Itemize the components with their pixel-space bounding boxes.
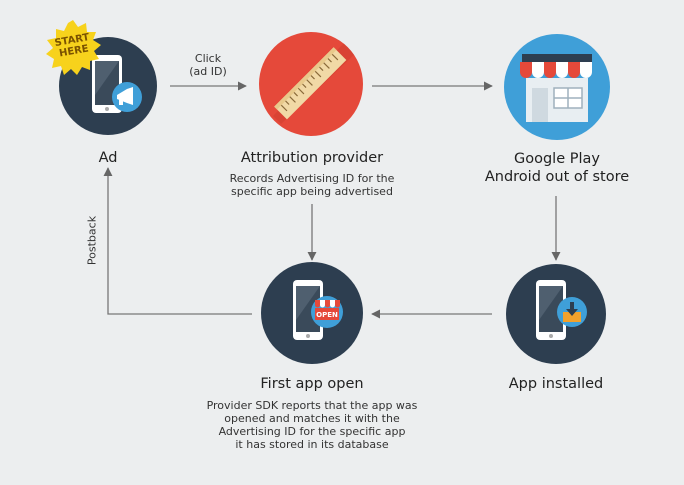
first-open-title: First app open [260,376,364,392]
postback-label: Postback [85,215,99,266]
storefront-icon [520,54,592,122]
store-title-line1: Google Play [514,151,600,167]
click-label-line1: Click [194,52,222,65]
phone-open-sign-icon: OPEN [293,280,343,340]
phone-download-icon [536,280,587,340]
open-sign-text: OPEN [316,311,338,319]
store-node [504,34,610,140]
start-here-badge: START HERE [44,19,102,77]
arrow-postback [103,167,252,315]
installed-node [506,264,606,364]
attribution-desc: Records Advertising ID for the specific … [229,172,395,198]
click-label: Click (ad ID) [178,52,238,78]
store-title-line2: Android out of store [484,169,630,185]
attribution-node [259,32,363,136]
ruler-icon [273,42,357,124]
click-label-line2: (ad ID) [189,65,227,78]
first-open-node: OPEN [261,262,363,364]
first-open-desc: Provider SDK reports that the app was op… [206,399,418,451]
installed-title: App installed [508,376,604,392]
attribution-title: Attribution provider [240,150,384,166]
phone-megaphone-icon [92,55,142,113]
store-title: Google Play Android out of store [457,150,657,186]
ad-title: Ad [98,150,118,166]
